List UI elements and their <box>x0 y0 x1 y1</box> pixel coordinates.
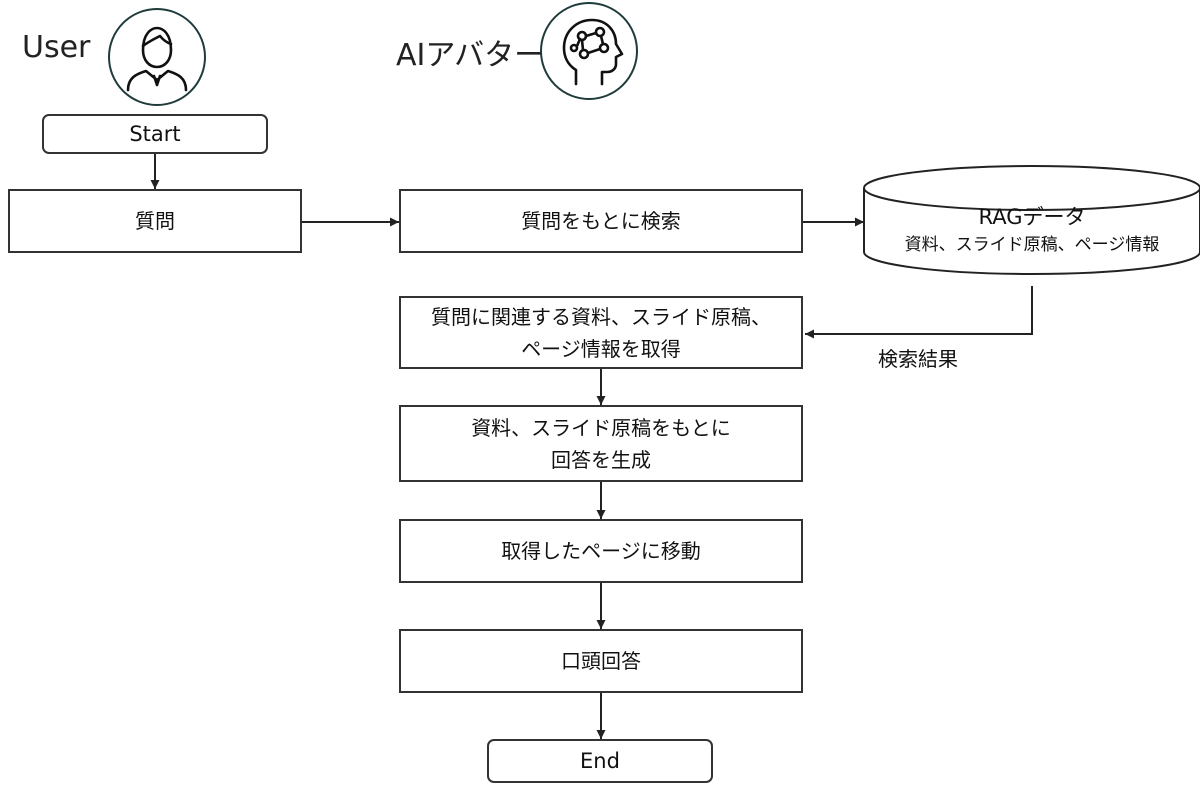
generate-node: 資料、スライド原稿をもとに 回答を生成 <box>399 405 803 482</box>
start-label: Start <box>129 122 181 146</box>
ai-lane-label: AIアバター <box>396 38 545 73</box>
oral-answer-label: 口頭回答 <box>561 649 641 673</box>
move-page-node: 取得したページに移動 <box>399 519 803 583</box>
retrieve-node: 質問に関連する資料、スライド原稿、 ページ情報を取得 <box>399 296 803 369</box>
arrow-rag-to-retrieve <box>805 286 1033 339</box>
rag-subtitle: 資料、スライド原稿、ページ情報 <box>904 235 1160 255</box>
start-node: Start <box>42 114 268 154</box>
rag-database: RAGデータ 資料、スライド原稿、ページ情報 <box>864 202 1200 258</box>
retrieve-label-line1: 質問に関連する資料、スライド原稿、 <box>431 304 771 329</box>
oral-answer-node: 口頭回答 <box>399 629 803 693</box>
generate-label-line2: 回答を生成 <box>551 447 651 472</box>
end-label: End <box>580 749 620 773</box>
search-node: 質問をもとに検索 <box>399 189 803 253</box>
search-label: 質問をもとに検索 <box>521 209 681 233</box>
end-node: End <box>487 739 713 783</box>
move-page-label: 取得したページに移動 <box>501 539 701 563</box>
question-label: 質問 <box>135 209 175 233</box>
user-lane-label: User <box>22 30 91 65</box>
retrieve-label-line2: ページ情報を取得 <box>521 336 681 361</box>
ai-brain-icon <box>540 2 638 100</box>
question-node: 質問 <box>8 189 302 253</box>
generate-label-line1: 資料、スライド原稿をもとに <box>471 415 731 440</box>
rag-title: RAGデータ <box>978 205 1086 229</box>
search-result-label: 検索結果 <box>878 347 958 371</box>
user-icon <box>108 8 206 106</box>
